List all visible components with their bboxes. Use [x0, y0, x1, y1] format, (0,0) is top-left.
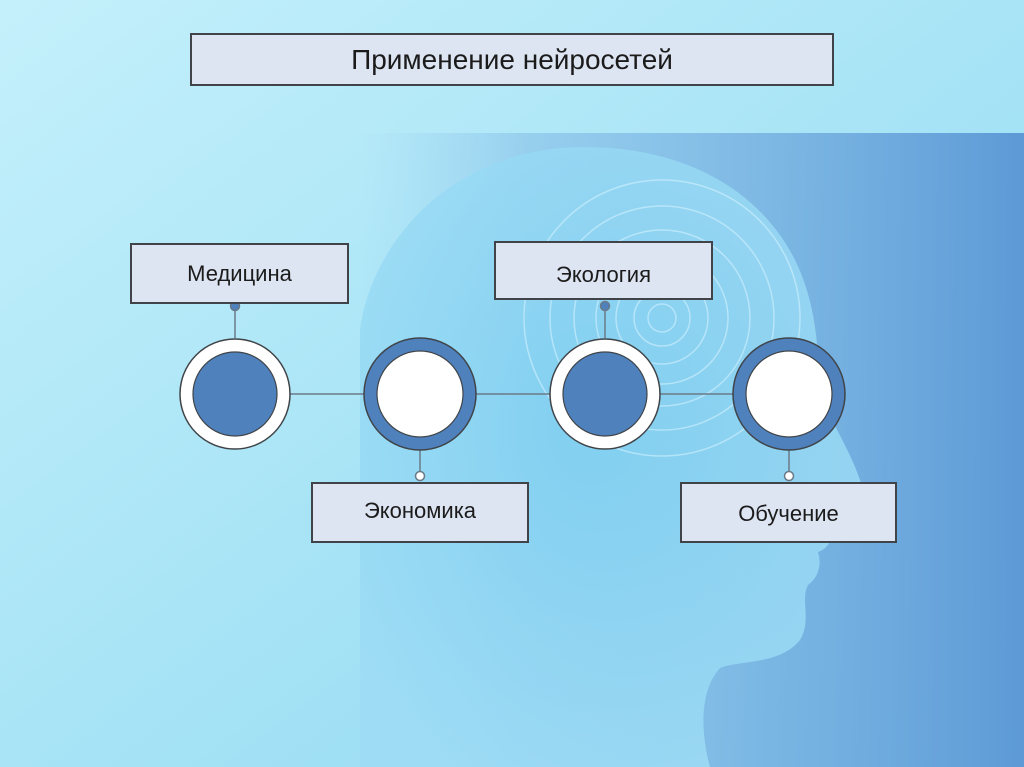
node-core-3	[562, 351, 648, 437]
label-learning: Обучение	[738, 501, 839, 526]
label-box-economy: Экономика	[311, 482, 529, 543]
label-box-ecology: Экология	[494, 241, 713, 300]
page-title: Применение нейросетей	[351, 43, 673, 75]
label-box-learning: Обучение	[680, 482, 897, 543]
title-box: Применение нейросетей	[190, 33, 834, 86]
node-connector-dot-4	[783, 470, 795, 482]
node-core-1	[192, 351, 278, 437]
node-connector-dot-3	[599, 300, 611, 312]
label-box-medicine: Медицина	[130, 243, 349, 304]
label-ecology: Экология	[556, 262, 651, 287]
head-silhouette	[360, 147, 862, 767]
node-connector-dot-2	[414, 470, 426, 482]
label-economy: Экономика	[363, 498, 477, 523]
node-core-2	[376, 350, 464, 438]
label-medicine: Медицина	[187, 261, 292, 286]
node-core-4	[745, 350, 833, 438]
